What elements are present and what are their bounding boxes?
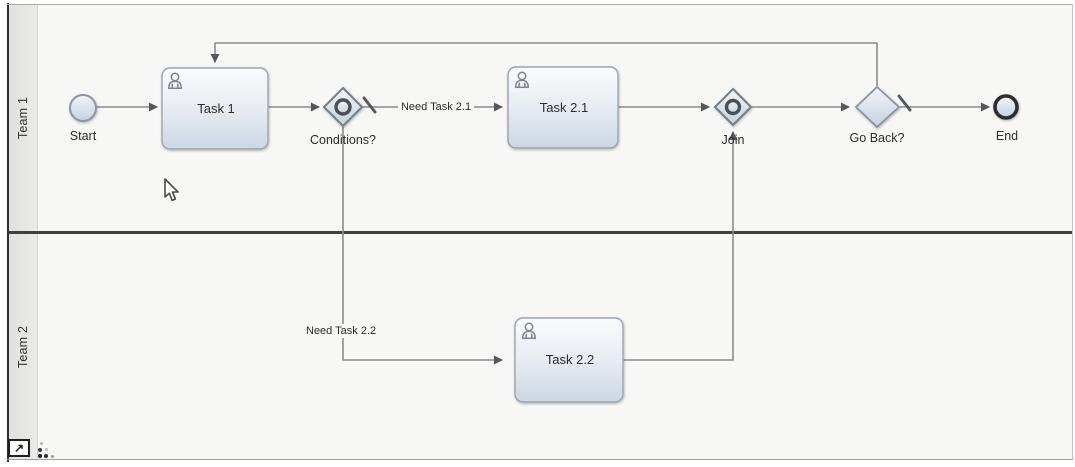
conditions-gateway[interactable] — [322, 86, 364, 128]
flow-goback-task1-loop[interactable] — [210, 42, 878, 86]
end-label: End — [995, 129, 1019, 143]
pool-border-right — [1072, 4, 1073, 460]
flow-conditions-task22[interactable] — [342, 127, 503, 365]
lane-header-team2[interactable] — [9, 234, 38, 459]
pool-border-bottom — [7, 459, 1073, 460]
inclusive-gateway-icon — [334, 98, 352, 116]
mouse-cursor-icon — [164, 178, 179, 202]
task22-label: Task 2.2 — [545, 352, 595, 367]
pool-border-top — [7, 4, 1073, 5]
maximize-icon: ↗ — [13, 441, 25, 455]
start-event[interactable] — [69, 94, 97, 122]
pool-border-left — [7, 3, 9, 462]
default-flow-slash-icon — [897, 94, 912, 112]
goback-label: Go Back? — [849, 131, 905, 145]
goback-gateway[interactable] — [854, 85, 901, 129]
join-gateway[interactable] — [713, 87, 753, 127]
default-flow-slash-icon — [362, 96, 377, 114]
conditions-label: Conditions? — [309, 133, 377, 147]
task1-label: Task 1 — [197, 101, 235, 116]
end-event[interactable] — [993, 94, 1019, 120]
flow-task22-join[interactable] — [623, 131, 738, 361]
maximize-button[interactable]: ↗ — [8, 439, 30, 457]
task22-shape[interactable] — [514, 317, 624, 403]
lane-divider — [9, 231, 1072, 234]
lane-header-team1[interactable] — [9, 5, 38, 231]
join-label: Join — [721, 133, 745, 147]
flow-label-need-task-21: Need Task 2.1 — [397, 100, 475, 114]
start-label: Start — [69, 129, 97, 143]
task21-shape[interactable] — [507, 66, 619, 149]
flow-label-need-task-22: Need Task 2.2 — [303, 324, 380, 338]
task21-label: Task 2.1 — [539, 100, 589, 115]
task1-shape[interactable] — [161, 67, 269, 150]
inclusive-gateway-icon — [724, 98, 742, 116]
